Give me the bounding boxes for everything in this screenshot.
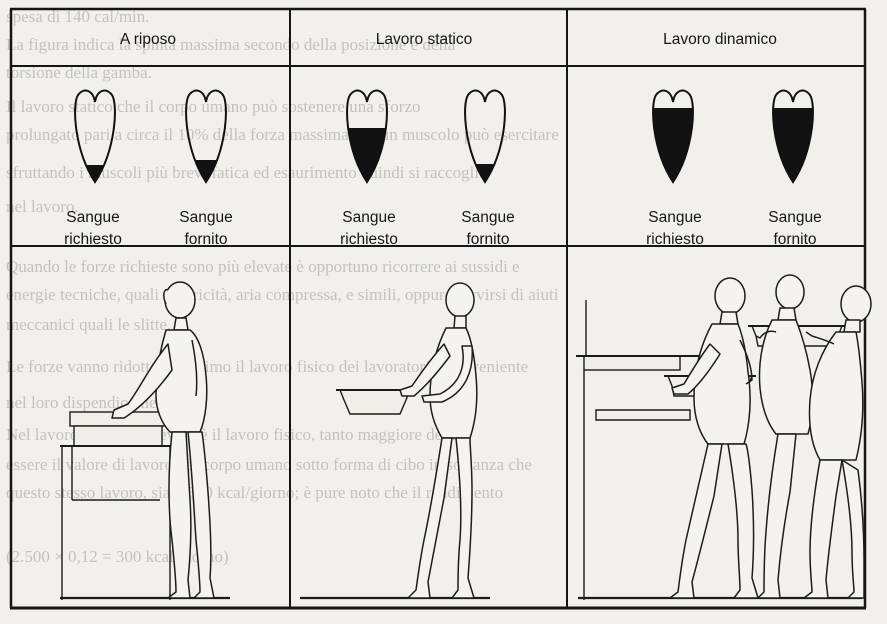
captions: Sangue richiesto Sangue fornito Sangue r… bbox=[64, 209, 822, 248]
bleed-line-16: (2.500 × 0,12 = 300 kcal/giorno) bbox=[6, 547, 229, 566]
caption-riposo-richiesto-line1: Sangue bbox=[66, 209, 119, 226]
caption-riposo-richiesto-line2: richiesto bbox=[64, 231, 122, 248]
illustration-dinamico bbox=[576, 275, 871, 600]
bleed-line-14: essere il valore di lavoro del corpo uma… bbox=[6, 455, 532, 474]
caption-statico-richiesto-line1: Sangue bbox=[342, 209, 395, 226]
bleed-line-10: meccanici quali le slitte. bbox=[6, 315, 171, 334]
caption-dinamico-fornito-line2: fornito bbox=[773, 231, 816, 248]
bleed-line-5: prolungato pari a circa il 10% della for… bbox=[6, 125, 559, 144]
bleed-line-9: energie tecniche, quali elettricità, ari… bbox=[6, 285, 559, 304]
caption-statico-fornito-line1: Sangue bbox=[461, 209, 514, 226]
bleed-line-4: Il lavoro statico che il corpo umano può… bbox=[6, 97, 420, 116]
caption-statico-richiesto-line2: richiesto bbox=[340, 231, 398, 248]
caption-riposo-fornito-line1: Sangue bbox=[179, 209, 232, 226]
header-lavoro-statico: Lavoro statico bbox=[376, 31, 473, 48]
figure-dinamico-b bbox=[756, 275, 813, 598]
heart-dinamico-richiesto bbox=[648, 91, 698, 185]
caption-dinamico-richiesto-line1: Sangue bbox=[648, 209, 701, 226]
figure-dinamico-a bbox=[670, 278, 758, 598]
heart-dinamico-fornito bbox=[768, 91, 818, 185]
header-a-riposo: A riposo bbox=[120, 31, 176, 48]
bleed-line-6: sfruttando i muscoli più brevi fatica ed… bbox=[6, 163, 487, 182]
caption-dinamico-fornito-line1: Sangue bbox=[768, 209, 821, 226]
caption-riposo-fornito-line2: fornito bbox=[184, 231, 227, 248]
caption-statico-fornito-line2: fornito bbox=[466, 231, 509, 248]
header-lavoro-dinamico: Lavoro dinamico bbox=[663, 31, 777, 48]
bleed-line-8: Quando le forze richieste sono più eleva… bbox=[6, 257, 520, 276]
bleed-line-15: questo stesso lavoro, sia 2.500 kcal/gio… bbox=[6, 483, 503, 502]
caption-dinamico-richiesto-line2: richiesto bbox=[646, 231, 704, 248]
